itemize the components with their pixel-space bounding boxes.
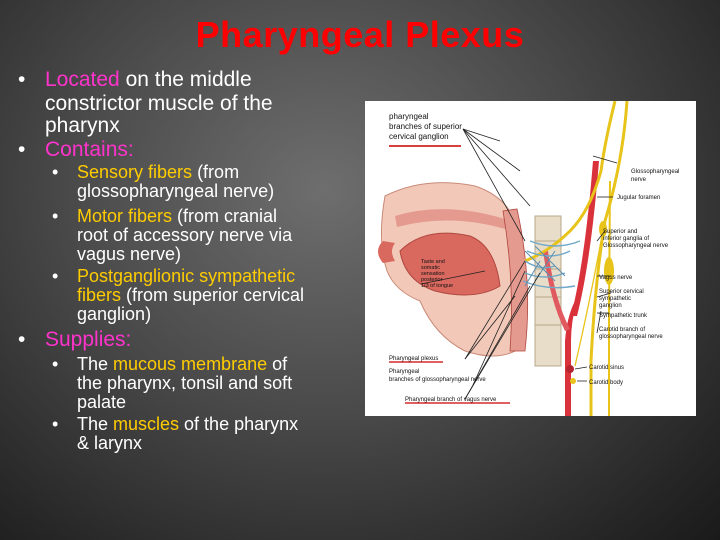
label-plexus: Pharyngeal plexus: [389, 356, 438, 362]
carotid-branch-nerve: [574, 240, 602, 367]
label-top-1: pharyngeal: [389, 112, 429, 121]
bullet-marker: •: [18, 328, 26, 351]
plexus-mesh: [524, 245, 566, 287]
motor-line1: Motor fibers (from cranial: [77, 206, 278, 226]
label-taste-1: Taste and: [421, 259, 445, 265]
pharynx-wall: [502, 208, 529, 352]
muscles-highlight: muscles: [113, 414, 180, 434]
sympathetic-line3: ganglion): [77, 304, 152, 324]
sympathetic-line1: Postganglionic sympathetic: [77, 266, 296, 286]
carotid-sinus: [566, 365, 574, 373]
tongue: [399, 232, 501, 296]
external-carotid: [543, 251, 570, 331]
label-sup-cerv-1: Superior cervical: [599, 289, 644, 295]
sensory-highlight: Sensory fibers: [77, 162, 193, 182]
sympathetic-rest: (from superior cervical: [121, 285, 305, 305]
label-ganglia-3: Glossopharyngeal nerve: [603, 243, 669, 249]
superior-cervical-ganglion: [604, 257, 614, 285]
spine: [534, 215, 562, 367]
motor-rest: (from cranial: [172, 206, 278, 226]
muscles-line1: The muscles of the pharynx: [77, 414, 299, 434]
mucous-line1: The mucous membrane of: [77, 354, 288, 374]
motor-line2: root of accessory nerve via: [77, 225, 293, 245]
bullet-marker: •: [52, 162, 59, 182]
mucous-line3: palate: [77, 392, 127, 412]
label-top-2: branches of superior: [389, 122, 462, 131]
sympathetic-trunk: [608, 180, 611, 416]
diagram-labels: pharyngeal branches of superior cervical…: [389, 112, 679, 403]
bullet-marker: •: [52, 354, 59, 374]
contains-label: Contains:: [45, 138, 134, 161]
mucous-pre: The: [77, 354, 114, 374]
label-glosso-1: Glossopharyngeal: [631, 169, 679, 175]
pharyngeal-plexus-branches: [522, 240, 581, 289]
sympathetic-highlight: fibers: [77, 285, 122, 305]
pharyngeal-plexus-diagram: pharyngeal branches of superior cervical…: [365, 100, 696, 416]
label-taste-3: sensation: [421, 271, 445, 277]
muscles-rest: of the pharynx: [179, 414, 299, 434]
label-glosso-branches-2: branches of glossopharyngeal nerve: [389, 377, 486, 383]
bullet-marker: •: [18, 68, 26, 91]
motor-highlight: Motor fibers: [77, 206, 173, 226]
muscles-line2: & larynx: [77, 433, 143, 453]
label-sup-cerv-3: ganglion: [599, 303, 622, 309]
mucous-rest: of: [267, 354, 288, 374]
label-vagus-branch: Pharyngeal branch of vagus nerve: [405, 397, 497, 403]
label-carotid-sinus: Carotid sinus: [589, 365, 624, 371]
bullet-located-line2: constrictor muscle of the: [45, 92, 273, 115]
label-top-3: cervical ganglion: [389, 132, 449, 141]
label-taste-2: somatic: [421, 265, 440, 271]
label-carotid-branch-2: glossopharyngeal nerve: [599, 334, 663, 340]
label-carotid-branch-1: Carotid branch of: [599, 327, 645, 333]
sensory-line1: Sensory fibers (from: [77, 162, 240, 182]
label-glosso-2: nerve: [631, 177, 647, 183]
bullet-marker: •: [52, 266, 59, 286]
label-symp-trunk: Sympathetic trunk: [599, 313, 648, 319]
label-ganglia-2: inferior ganglia of: [603, 236, 649, 242]
glossopharyngeal-nerve: [524, 100, 617, 263]
label-ganglia-1: Superior and: [603, 229, 637, 235]
sensory-rest: (from: [192, 162, 240, 182]
label-jugular: Jugular foramen: [617, 195, 660, 201]
supplies-label: Supplies:: [45, 328, 132, 351]
label-sup-cerv-2: sympathetic: [599, 296, 631, 302]
carotid-artery: [565, 301, 577, 416]
bullet-marker: •: [52, 414, 59, 434]
located-rest: on the middle: [119, 68, 252, 91]
label-carotid-body: Carotid body: [589, 380, 623, 386]
bullet-located-line3: pharynx: [45, 114, 120, 137]
label-glosso-branches-1: Pharyngeal: [389, 369, 419, 375]
bullet-located-line1: Located on the middle: [45, 69, 365, 90]
mucous-highlight: mucous membrane: [113, 354, 268, 374]
palate: [395, 209, 505, 229]
lips: [378, 241, 395, 263]
located-highlight: Located: [45, 68, 120, 91]
label-taste-5: 1/3 of tongue: [421, 283, 453, 289]
slide-title: Pharyngeal Plexus: [195, 14, 525, 55]
mucous-line2: the pharynx, tonsil and soft: [77, 373, 293, 393]
label-taste-4: posterior: [421, 277, 443, 283]
vagus-nerve: [589, 100, 629, 416]
motor-line3: vagus nerve): [77, 244, 182, 264]
diagram-svg: pharyngeal branches of superior cervical…: [378, 100, 679, 416]
sensory-line2: glossopharyngeal nerve): [77, 181, 275, 201]
label-vagus: Vagus nerve: [599, 275, 633, 281]
leader-lines: [420, 128, 618, 400]
muscles-pre: The: [77, 414, 114, 434]
sympathetic-line2: fibers (from superior cervical: [77, 285, 305, 305]
bullet-marker: •: [52, 206, 59, 226]
glossopharyngeal-ganglia: [599, 221, 607, 237]
carotid-body: [570, 378, 576, 384]
bullet-marker: •: [18, 138, 26, 161]
